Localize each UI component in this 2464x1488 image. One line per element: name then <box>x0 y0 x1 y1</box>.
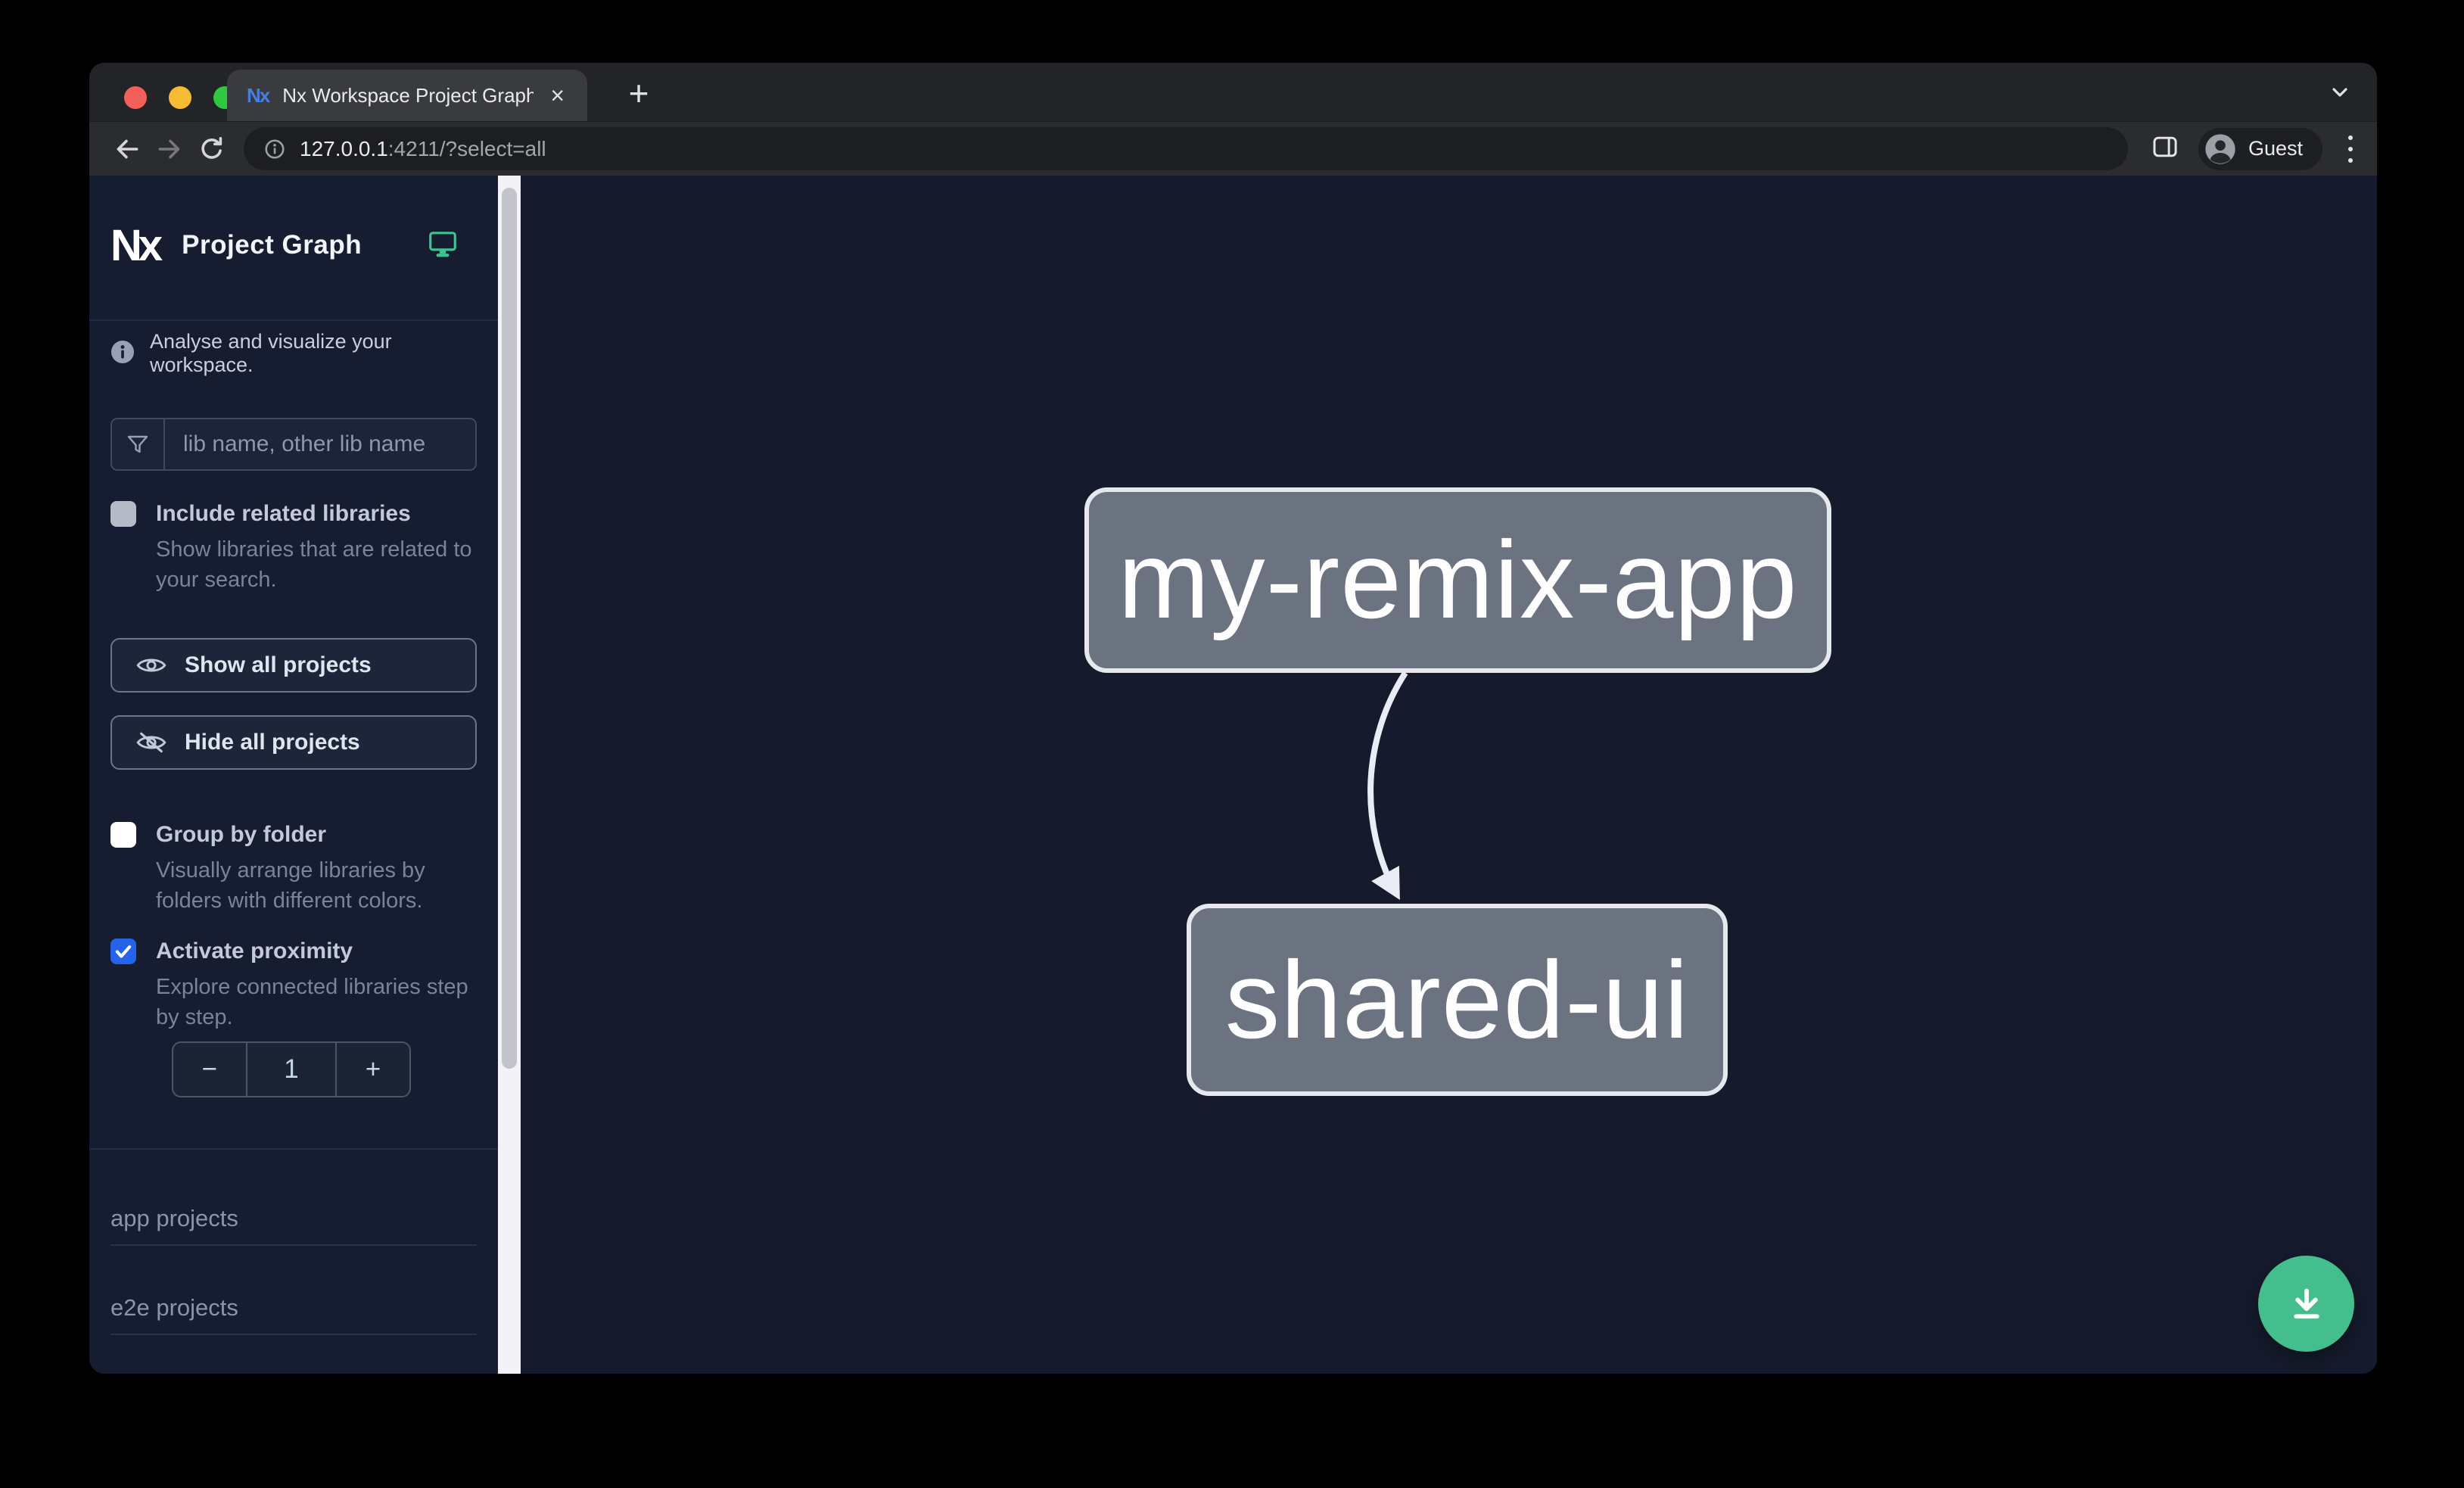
group-by-folder-checkbox[interactable] <box>110 822 136 848</box>
browser-menu-button[interactable] <box>2342 135 2359 163</box>
eye-icon <box>136 658 166 672</box>
node-label: shared-ui <box>1224 938 1690 1061</box>
include-related-option: Include related libraries Show libraries… <box>110 500 477 595</box>
url-bar[interactable]: 127.0.0.1:4211/?select=all <box>244 127 2128 170</box>
reload-button[interactable] <box>191 128 233 170</box>
hide-all-projects-button[interactable]: Hide all projects <box>110 715 477 770</box>
filter-box <box>110 418 493 471</box>
stepper-decrement-button[interactable]: − <box>201 1054 218 1084</box>
tab-search-chevron-icon[interactable] <box>2327 79 2353 109</box>
info-icon <box>110 340 135 368</box>
tab-strip: Nx Nx Workspace Project Graph × + <box>89 63 2377 121</box>
profile-button[interactable]: Guest <box>2198 127 2322 170</box>
section-app-projects: app projects <box>110 1205 477 1246</box>
scrollbar-thumb[interactable] <box>502 188 517 1069</box>
sidebar-scrollbar[interactable] <box>498 176 521 1374</box>
window-controls <box>124 86 236 109</box>
stepper-value[interactable]: 1 <box>246 1043 337 1096</box>
stepper-increment-button[interactable]: + <box>365 1054 381 1084</box>
filter-input[interactable] <box>165 419 493 469</box>
back-button[interactable] <box>106 128 148 170</box>
tab-title: Nx Workspace Project Graph <box>282 83 534 107</box>
nx-logo: Nx <box>110 220 163 270</box>
group-by-folder-option: Group by folder Visually arrange librari… <box>110 820 477 916</box>
download-icon <box>2293 1288 2319 1318</box>
filter-funnel-icon <box>112 419 165 469</box>
minimize-window-button[interactable] <box>169 86 191 109</box>
close-window-button[interactable] <box>124 86 147 109</box>
sidebar: Nx Project Graph <box>89 176 498 1374</box>
activate-proximity-label: Activate proximity <box>156 939 353 963</box>
include-related-checkbox[interactable] <box>110 501 136 527</box>
section-e2e-projects: e2e projects <box>110 1294 477 1335</box>
project-graph-canvas[interactable]: my-remix-app shared-ui <box>521 176 2377 1374</box>
group-by-folder-description: Visually arrange libraries by folders wi… <box>156 858 425 913</box>
site-info-icon[interactable] <box>263 138 286 160</box>
browser-toolbar: 127.0.0.1:4211/?select=all Guest <box>89 121 2377 176</box>
activate-proximity-checkbox[interactable] <box>110 939 136 964</box>
new-tab-button[interactable]: + <box>628 73 649 113</box>
avatar <box>2205 133 2235 164</box>
activate-proximity-description: Explore connected libraries step by step… <box>156 975 468 1029</box>
include-related-description: Show libraries that are related to your … <box>156 537 472 592</box>
workspace-tagline: Analyse and visualize your workspace. <box>150 330 392 376</box>
graph-node-shared-ui[interactable]: shared-ui <box>1187 904 1728 1096</box>
browser-window: Nx Nx Workspace Project Graph × + <box>89 63 2377 1374</box>
dependency-edge <box>1367 671 1408 901</box>
side-panel-button[interactable] <box>2151 133 2179 164</box>
forward-button[interactable] <box>148 128 191 170</box>
divider <box>89 1148 498 1150</box>
download-graph-button[interactable] <box>2258 1256 2354 1352</box>
sidebar-header: Nx Project Graph <box>110 215 477 275</box>
show-all-projects-button[interactable]: Show all projects <box>110 638 477 693</box>
page-title: Project Graph <box>182 230 362 260</box>
workspace-tagline-row: Analyse and visualize your workspace. <box>110 330 477 377</box>
profile-label: Guest <box>2248 137 2303 160</box>
theme-monitor-icon[interactable] <box>427 228 459 263</box>
divider <box>89 319 498 321</box>
activate-proximity-option: Activate proximity Explore connected lib… <box>110 937 477 1032</box>
nx-favicon-icon: Nx <box>247 83 270 107</box>
url-text: 127.0.0.1:4211/?select=all <box>300 136 546 160</box>
group-by-folder-label: Group by folder <box>156 822 326 847</box>
graph-node-my-remix-app[interactable]: my-remix-app <box>1084 487 1831 673</box>
include-related-label: Include related libraries <box>156 501 411 526</box>
node-label: my-remix-app <box>1118 518 1798 641</box>
proximity-depth-stepper: − 1 + <box>172 1041 411 1097</box>
browser-tab[interactable]: Nx Nx Workspace Project Graph × <box>227 70 587 121</box>
check-icon <box>115 945 132 958</box>
eye-off-icon <box>136 732 166 753</box>
close-tab-button[interactable]: × <box>550 82 565 109</box>
